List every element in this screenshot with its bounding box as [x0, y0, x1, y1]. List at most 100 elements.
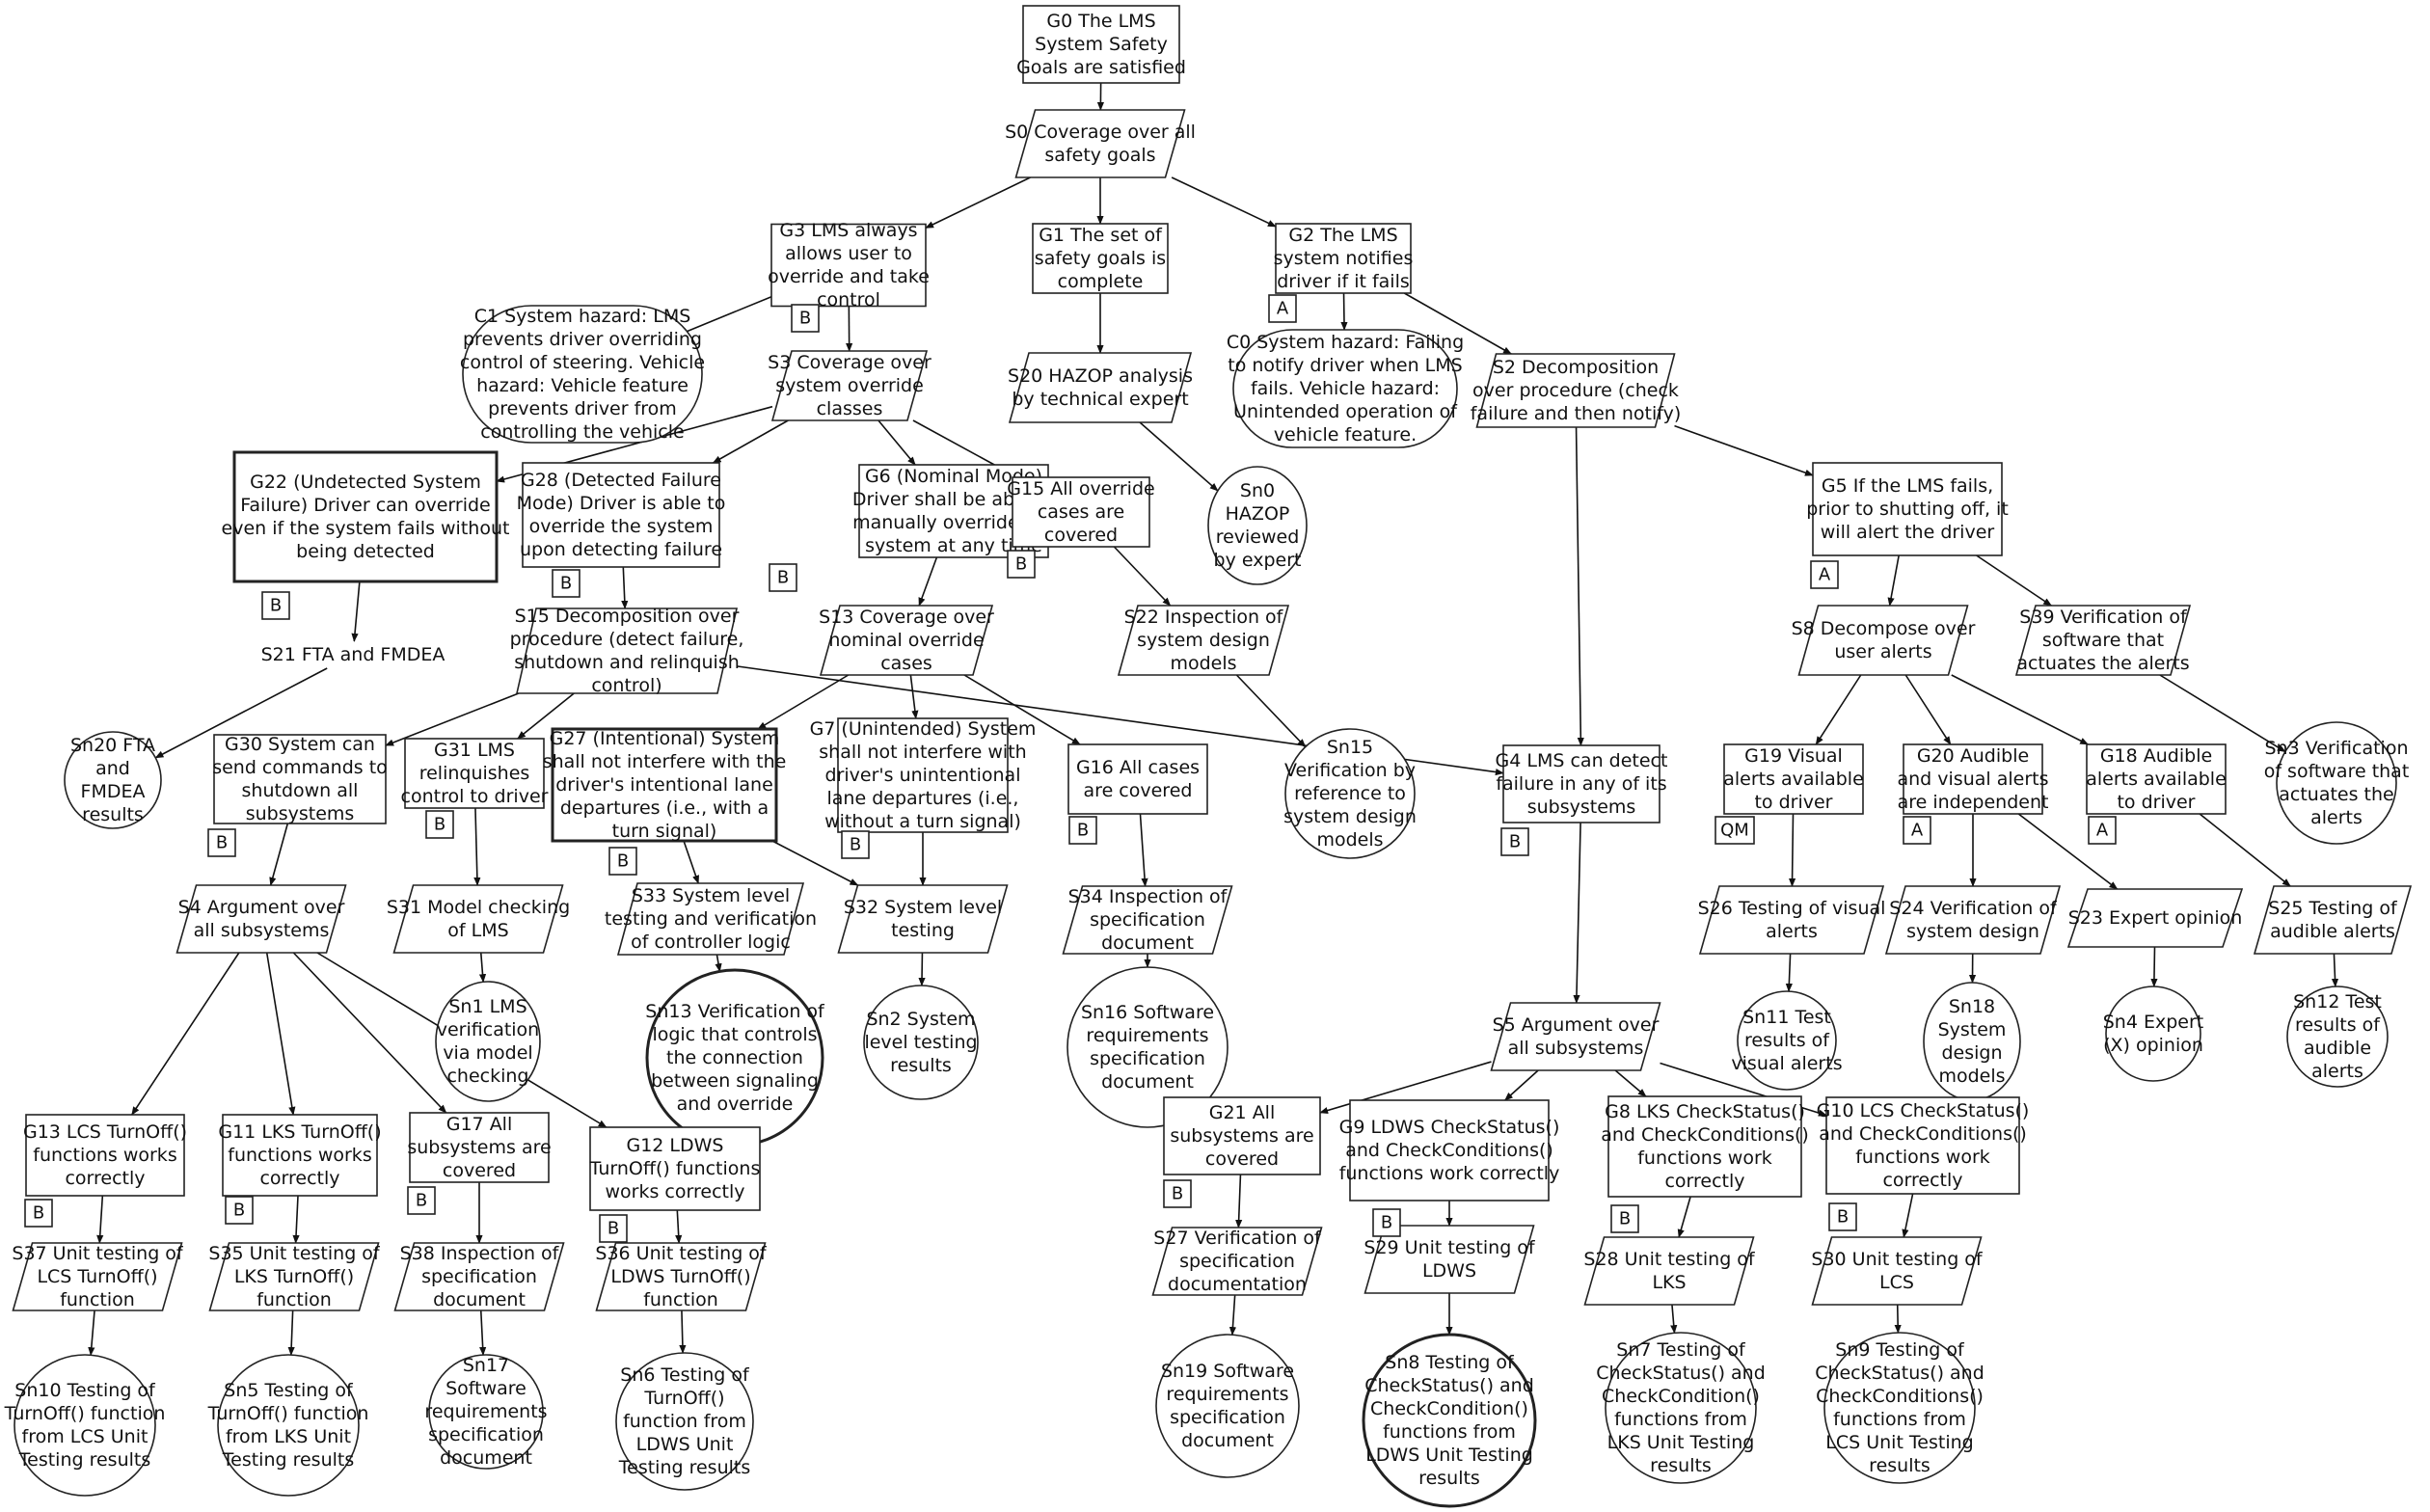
- node-label-line: G13 LCS TurnOff(): [23, 1121, 187, 1143]
- tag-label: A: [2096, 821, 2109, 841]
- node-label-line: S3 Coverage over: [768, 352, 932, 373]
- node-label-line: LDWS TurnOff(): [610, 1266, 750, 1287]
- solution-shape: [1737, 990, 1837, 1091]
- node-label-line: control: [817, 289, 880, 310]
- node-label-line: G4 LMS can detect: [1496, 750, 1668, 771]
- node-label-line: subsystems are: [1170, 1125, 1313, 1147]
- node-label-line: from LKS Unit: [226, 1426, 351, 1447]
- node-label-line: C1 System hazard: LMS: [474, 306, 691, 327]
- tag-label: A: [1277, 299, 1289, 319]
- goal-shape: [522, 462, 720, 568]
- node-label-line: Testing results: [618, 1457, 751, 1478]
- node-label-line: even if the system fails without: [222, 518, 510, 539]
- node-label-line: Sn19 Software: [1161, 1361, 1294, 1382]
- edge-s28-sn7: [1670, 1304, 1678, 1335]
- node-label-line: LCS: [1879, 1272, 1914, 1293]
- tag-box: [1903, 816, 1931, 845]
- strategy-shape: [1884, 885, 2062, 955]
- criticality-tag-g7: B: [841, 830, 870, 859]
- node-label-line: classes: [817, 398, 883, 419]
- solution-shape: [615, 1352, 754, 1491]
- node-label-line: LKS: [1652, 1272, 1686, 1293]
- goal-shape: [837, 717, 1009, 833]
- node-label-line: user alerts: [1834, 641, 1931, 662]
- node-label-line: Unintended operation of: [1233, 401, 1458, 422]
- node-g11: G11 LKS TurnOff()functions workscorrectl…: [218, 1114, 382, 1197]
- edge-s36-sn6: [679, 1310, 687, 1354]
- node-label-line: G5 If the LMS fails,: [1822, 475, 1993, 497]
- node-label-line: Sn9 Testing of: [1835, 1339, 1965, 1361]
- node-label-line: Sn4 Expert: [2103, 1012, 2204, 1033]
- node-label-line: visual alerts: [1731, 1053, 1842, 1074]
- node-s23: S23 Expert opinion: [2066, 888, 2244, 948]
- goal-shape: [1723, 743, 1864, 815]
- node-label-line: FMDEA: [81, 781, 146, 802]
- node-label-line: G19 Visual: [1744, 745, 1843, 767]
- edge-s5-g8: [1614, 1069, 1647, 1097]
- node-label-line: being detected: [296, 541, 435, 562]
- node-label-line: G11 LKS TurnOff(): [218, 1121, 381, 1143]
- edge-g30-s4: [269, 823, 289, 886]
- node-sn19: Sn19 Softwarerequirementsspecificationdo…: [1155, 1334, 1300, 1478]
- node-label-line: override the system: [529, 516, 714, 537]
- node-s27: S27 Verification ofspecificationdocument…: [1151, 1227, 1323, 1296]
- node-label-line: G1 The set of: [1039, 225, 1163, 246]
- node-label-line: between signaling: [651, 1070, 819, 1092]
- node-label-line: S24 Verification of: [1889, 898, 2058, 919]
- edge-g6-s13: [918, 556, 938, 607]
- strategy-shape: [770, 350, 929, 421]
- strategy-shape: [515, 608, 739, 694]
- tag-box: [1810, 560, 1839, 589]
- node-label-line: checking: [446, 1066, 528, 1087]
- criticality-tag-g11: B: [225, 1196, 254, 1225]
- node-label-line: G30 System can: [225, 734, 375, 755]
- solution-shape: [863, 985, 979, 1100]
- node-label-line: Sn13 Verification of: [645, 1001, 825, 1022]
- node-label-line: audible alerts: [2270, 921, 2395, 942]
- node-label-line: S33 System level: [632, 885, 790, 906]
- edge-g27-s32: [771, 840, 859, 886]
- node-label-line: G28 (Detected Failure: [521, 470, 721, 491]
- node-label-line: models: [1316, 829, 1383, 850]
- tag-box: [1714, 816, 1755, 845]
- node-label-line: LKS Unit Testing: [1607, 1432, 1755, 1453]
- node-label-line: requirements: [1086, 1025, 1208, 1046]
- node-label-line: Sn8 Testing of: [1385, 1352, 1515, 1373]
- strategy-shape: [1364, 1225, 1535, 1294]
- edge-s31-sn1: [478, 952, 487, 984]
- node-label-line: G27 (Intentional) System: [550, 728, 780, 749]
- edge-g15-s22: [1113, 546, 1172, 607]
- edge-g11-s35: [292, 1195, 300, 1244]
- node-label-line: system override: [775, 375, 924, 396]
- node-label-line: departures (i.e., with a: [560, 797, 769, 819]
- node-label-line: Sn7 Testing of: [1616, 1339, 1746, 1361]
- node-label-line: covered: [1044, 525, 1118, 546]
- tag-label: A: [1911, 821, 1924, 841]
- strategy-shape: [1583, 1236, 1755, 1306]
- node-label-line: Sn0: [1240, 480, 1275, 501]
- node-label-line: System Safety: [1035, 34, 1168, 55]
- node-label-line: control to driver: [401, 786, 549, 807]
- goal-shape: [551, 727, 778, 843]
- edge-s15-g31: [517, 692, 575, 740]
- node-label-line: LCS Unit Testing: [1825, 1432, 1973, 1453]
- node-label-line: specification: [1090, 909, 1205, 931]
- node-label-line: failure in any of its: [1496, 773, 1666, 795]
- node-label-line: Sn16 Software: [1081, 1002, 1214, 1023]
- node-label-line: alerts available: [1723, 769, 1864, 790]
- node-label-line: driver if it fails: [1277, 271, 1410, 292]
